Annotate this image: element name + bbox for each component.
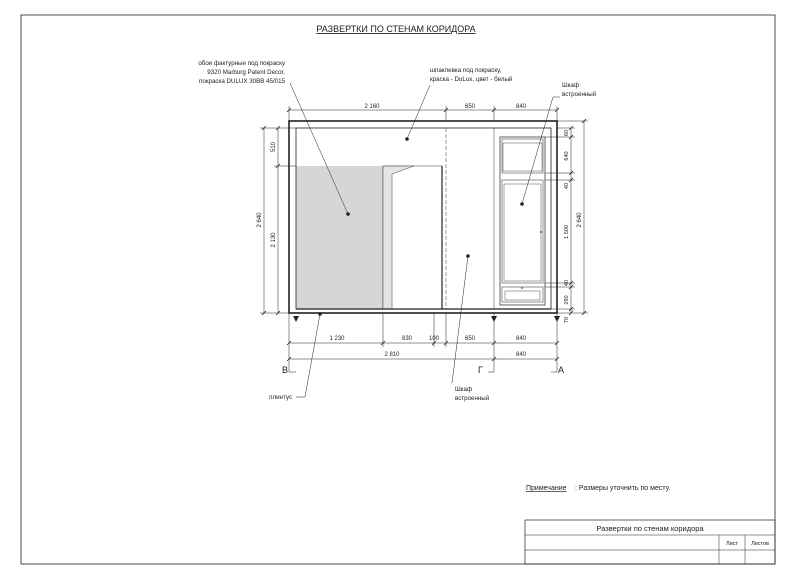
callout-putty-line2: краска - DuLux, цвет - белый: [430, 76, 513, 83]
note-text: : Размеры уточнить по месту.: [575, 485, 670, 492]
dim-bottom-4: 650: [465, 336, 476, 342]
door-leaf: [382, 165, 415, 310]
dim-right-40b: 40: [564, 280, 570, 286]
stamp-sheets-label: Листов: [751, 541, 769, 547]
top-dimension-chain: [286, 106, 560, 121]
bottom-dimension-chain-1: [286, 313, 560, 348]
dim-right-640: 640: [564, 151, 570, 160]
dim-top-1: 2 160: [364, 104, 380, 110]
dim-right-290: 290: [564, 295, 570, 304]
dim-bottom-3: 100: [429, 336, 440, 342]
dim-bottom-5: 840: [516, 336, 527, 342]
callout-wallpaper-line3: покраска DULUX 30BB 45/015: [199, 78, 286, 85]
dim-bottom-1: 1 230: [329, 336, 345, 342]
dim-right-outer: 2 640: [577, 212, 583, 228]
callout-leaders: [289, 82, 560, 398]
wall-outline-outer: [288, 120, 558, 314]
sheet-frame: [20, 14, 776, 565]
section-markers: [293, 316, 560, 322]
wardrobe: [499, 136, 546, 306]
dim-left-top: 510: [271, 141, 277, 152]
wallpaper-panel: [296, 166, 383, 309]
dim-right-60: 60: [564, 130, 570, 136]
drawing-title: РАЗВЕРТКИ ПО СТЕНАМ КОРИДОРА: [316, 24, 475, 34]
dim-right-1500: 1 500: [564, 225, 570, 239]
dim-bottom-total-1: 2 810: [384, 352, 400, 358]
dim-top-2: 650: [465, 104, 476, 110]
axis-label-g: Г: [478, 365, 483, 375]
right-dimension-chains: [545, 118, 588, 316]
dim-right-70: 70: [564, 317, 570, 323]
dim-left-inner: 2 130: [271, 232, 277, 248]
stamp-title: Развертки по стенам коридора: [596, 524, 704, 533]
note-label: Примечание: [526, 485, 567, 492]
callout-wardrobe-top-line2: встроенный: [562, 91, 597, 98]
callout-wardrobe-bottom-line2: встроенный: [455, 395, 490, 402]
dim-left-outer: 2 640: [257, 212, 263, 228]
dim-top-3: 840: [516, 104, 527, 110]
stamp-sheet-label: Лист: [726, 541, 738, 547]
dim-bottom-2: 830: [402, 336, 413, 342]
axis-label-a: А: [558, 365, 564, 375]
dim-bottom-total-2: 840: [516, 352, 527, 358]
dim-right-40a: 40: [564, 183, 570, 189]
callout-putty-line1: шпаклевка под покраску,: [430, 67, 502, 74]
axis-label-v: В: [282, 365, 288, 375]
callout-plinth: плинтус: [269, 394, 292, 401]
title-block: [524, 519, 776, 565]
axis-leaders: [288, 348, 558, 373]
left-dimension-chains: [260, 125, 296, 316]
callout-wallpaper-line2: 9320 Marburg Patent Decor,: [207, 69, 285, 76]
callout-wardrobe-bottom-line1: Шкаф: [455, 386, 472, 393]
callout-wallpaper-line1: обои фактурные под покраску: [198, 60, 286, 67]
callout-wardrobe-top-line1: Шкаф: [562, 82, 579, 89]
